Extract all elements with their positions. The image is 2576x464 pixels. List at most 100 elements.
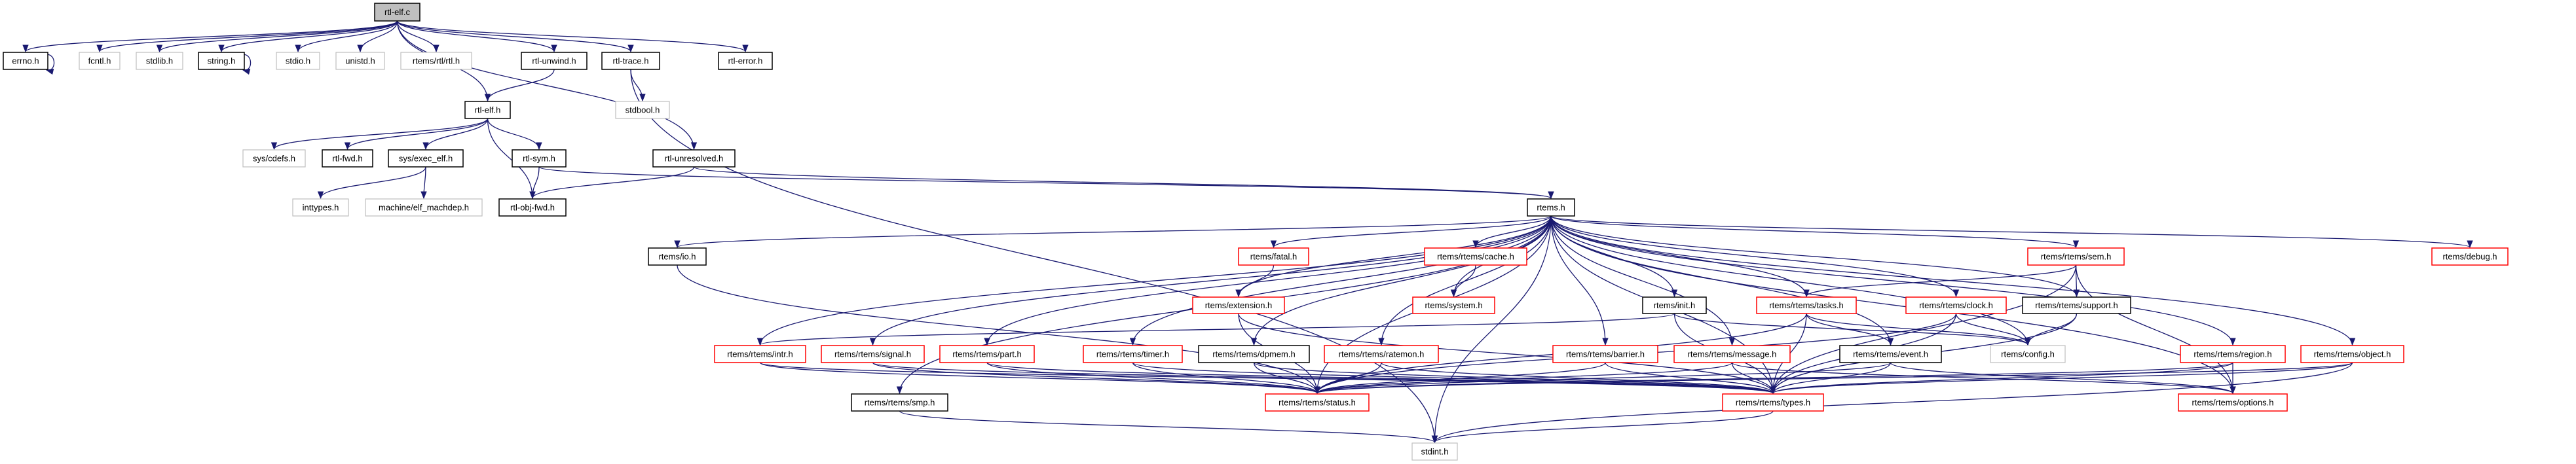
node-box — [242, 149, 306, 168]
graph-node-system[interactable]: rtems/system.h — [1412, 296, 1495, 314]
node-label: rtl-elf.c — [384, 7, 411, 17]
node-box — [1083, 345, 1183, 363]
dependency-edge — [869, 215, 1552, 346]
node-box — [292, 198, 349, 217]
node-label: rtems/rtems/cache.h — [1437, 252, 1514, 262]
graph-node-event[interactable]: rtems/rtems/event.h — [1839, 345, 1942, 363]
graph-node-barrier[interactable]: rtems/rtems/barrier.h — [1552, 345, 1658, 363]
graph-node-status[interactable]: rtems/rtems/status.h — [1265, 393, 1370, 412]
dependency-edge — [1235, 264, 1275, 298]
node-box — [1238, 247, 1309, 266]
node-box — [498, 198, 567, 217]
graph-node-config: rtems/config.h — [1990, 345, 2066, 363]
node-label: rtems/rtems/object.h — [2314, 349, 2391, 359]
dependency-edge — [1673, 313, 2031, 346]
graph-node-rtl-elf-c[interactable]: rtl-elf.c — [374, 3, 420, 22]
graph-node-rtl-unresolved[interactable]: rtl-unresolved.h — [652, 149, 736, 168]
graph-node-signal[interactable]: rtems/rtems/signal.h — [821, 345, 925, 363]
node-box — [198, 52, 245, 70]
graph-node-cache[interactable]: rtems/rtems/cache.h — [1424, 247, 1527, 266]
dependency-edge — [1315, 362, 2353, 395]
graph-node-support[interactable]: rtems/rtems/support.h — [2022, 296, 2131, 314]
graph-node-init[interactable]: rtems/init.h — [1642, 296, 1707, 314]
graph-node-stdio: stdio.h — [276, 52, 320, 70]
node-label: errno.h — [12, 56, 39, 66]
graph-node-errno[interactable]: errno.h — [3, 52, 48, 70]
graph-node-part[interactable]: rtems/rtems/part.h — [939, 345, 1035, 363]
dependency-edge — [396, 20, 439, 53]
graph-node-tasks[interactable]: rtems/rtems/tasks.h — [1756, 296, 1857, 314]
node-label: rtl-fwd.h — [332, 154, 362, 164]
graph-node-rtl-obj-fwd[interactable]: rtl-obj-fwd.h — [498, 198, 567, 217]
graph-node-fatal[interactable]: rtems/fatal.h — [1238, 247, 1309, 266]
graph-node-rtl-fwd[interactable]: rtl-fwd.h — [322, 149, 373, 168]
node-box — [2022, 296, 2131, 314]
node-box — [2300, 345, 2404, 363]
graph-node-rtl-unwind[interactable]: rtl-unwind.h — [521, 52, 588, 70]
node-label: rtems/rtems/timer.h — [1096, 349, 1169, 359]
node-label: rtems/rtems/event.h — [1853, 349, 1928, 359]
graph-node-options[interactable]: rtems/rtems/options.h — [2178, 393, 2288, 412]
node-label: rtems/rtems/dpmem.h — [1212, 349, 1295, 359]
dependency-edge — [759, 362, 1320, 395]
graph-node-rtl-trace[interactable]: rtl-trace.h — [601, 52, 660, 70]
node-label: rtems/init.h — [1654, 300, 1696, 310]
dependency-edge — [1605, 362, 1776, 395]
node-box — [374, 3, 420, 22]
node-box — [1424, 247, 1527, 266]
graph-node-extension[interactable]: rtems/extension.h — [1192, 296, 1285, 314]
node-label: rtl-elf.h — [475, 105, 501, 115]
graph-node-rtl-elf-h[interactable]: rtl-elf.h — [464, 101, 511, 119]
graph-node-exec-elf[interactable]: sys/exec_elf.h — [388, 149, 464, 168]
dependency-edge — [487, 118, 536, 200]
node-label: rtl-trace.h — [613, 56, 649, 66]
dependency-edge — [756, 215, 1552, 346]
graph-node-types[interactable]: rtems/rtems/types.h — [1722, 393, 1824, 412]
node-box — [335, 52, 385, 70]
graph-node-stdlib: stdlib.h — [136, 52, 183, 70]
dependency-edge — [344, 118, 489, 151]
dependency-edge — [487, 118, 542, 151]
dependency-edge — [630, 69, 1438, 444]
graph-node-io[interactable]: rtems/io.h — [648, 247, 707, 266]
dependency-edge — [1314, 362, 1733, 395]
graph-node-rtl-sym[interactable]: rtl-sym.h — [512, 149, 567, 168]
graph-node-message[interactable]: rtems/rtems/message.h — [1673, 345, 1791, 363]
node-label: rtl-obj-fwd.h — [510, 203, 555, 213]
node-box — [615, 101, 670, 119]
graph-node-region[interactable]: rtems/rtems/region.h — [2180, 345, 2286, 363]
dependency-edge — [1770, 362, 2353, 395]
node-label: rtems/rtems/status.h — [1279, 398, 1356, 408]
graph-node-rtl-error[interactable]: rtl-error.h — [718, 52, 773, 70]
graph-node-ratemon[interactable]: rtems/rtems/ratemon.h — [1324, 345, 1439, 363]
dependency-edge — [1803, 264, 2077, 298]
node-label: stdbool.h — [625, 105, 660, 115]
node-box — [821, 345, 925, 363]
graph-node-clock[interactable]: rtems/rtems/clock.h — [1905, 296, 2007, 314]
node-box — [1265, 393, 1370, 412]
graph-node-unistd: unistd.h — [335, 52, 385, 70]
dependency-edge — [986, 362, 1776, 395]
graph-node-intr[interactable]: rtems/rtems/intr.h — [714, 345, 806, 363]
node-label: stdio.h — [286, 56, 310, 66]
graph-node-sem[interactable]: rtems/rtems/sem.h — [2027, 247, 2125, 266]
dependency-edge — [1770, 264, 2077, 395]
node-label: rtems.h — [1537, 203, 1565, 213]
graph-node-object[interactable]: rtems/rtems/object.h — [2300, 345, 2404, 363]
graph-node-debug[interactable]: rtems/debug.h — [2431, 247, 2509, 266]
node-box — [1673, 345, 1791, 363]
graph-node-timer[interactable]: rtems/rtems/timer.h — [1083, 345, 1183, 363]
node-label: rtems/extension.h — [1205, 300, 1273, 310]
graph-node-dpmem[interactable]: rtems/rtems/dpmem.h — [1198, 345, 1310, 363]
node-box — [1756, 296, 1857, 314]
graph-node-smp[interactable]: rtems/rtems/smp.h — [851, 393, 948, 412]
node-label: rtems/rtems/smp.h — [865, 398, 935, 408]
dependency-edge — [422, 118, 489, 151]
graph-node-string[interactable]: string.h — [198, 52, 245, 70]
node-box — [851, 393, 948, 412]
dependency-edge — [1550, 215, 2079, 249]
node-label: rtems/rtems/clock.h — [1919, 300, 1993, 310]
node-box — [1412, 296, 1495, 314]
node-box — [1905, 296, 2007, 314]
graph-node-rtems-h[interactable]: rtems.h — [1527, 198, 1575, 217]
